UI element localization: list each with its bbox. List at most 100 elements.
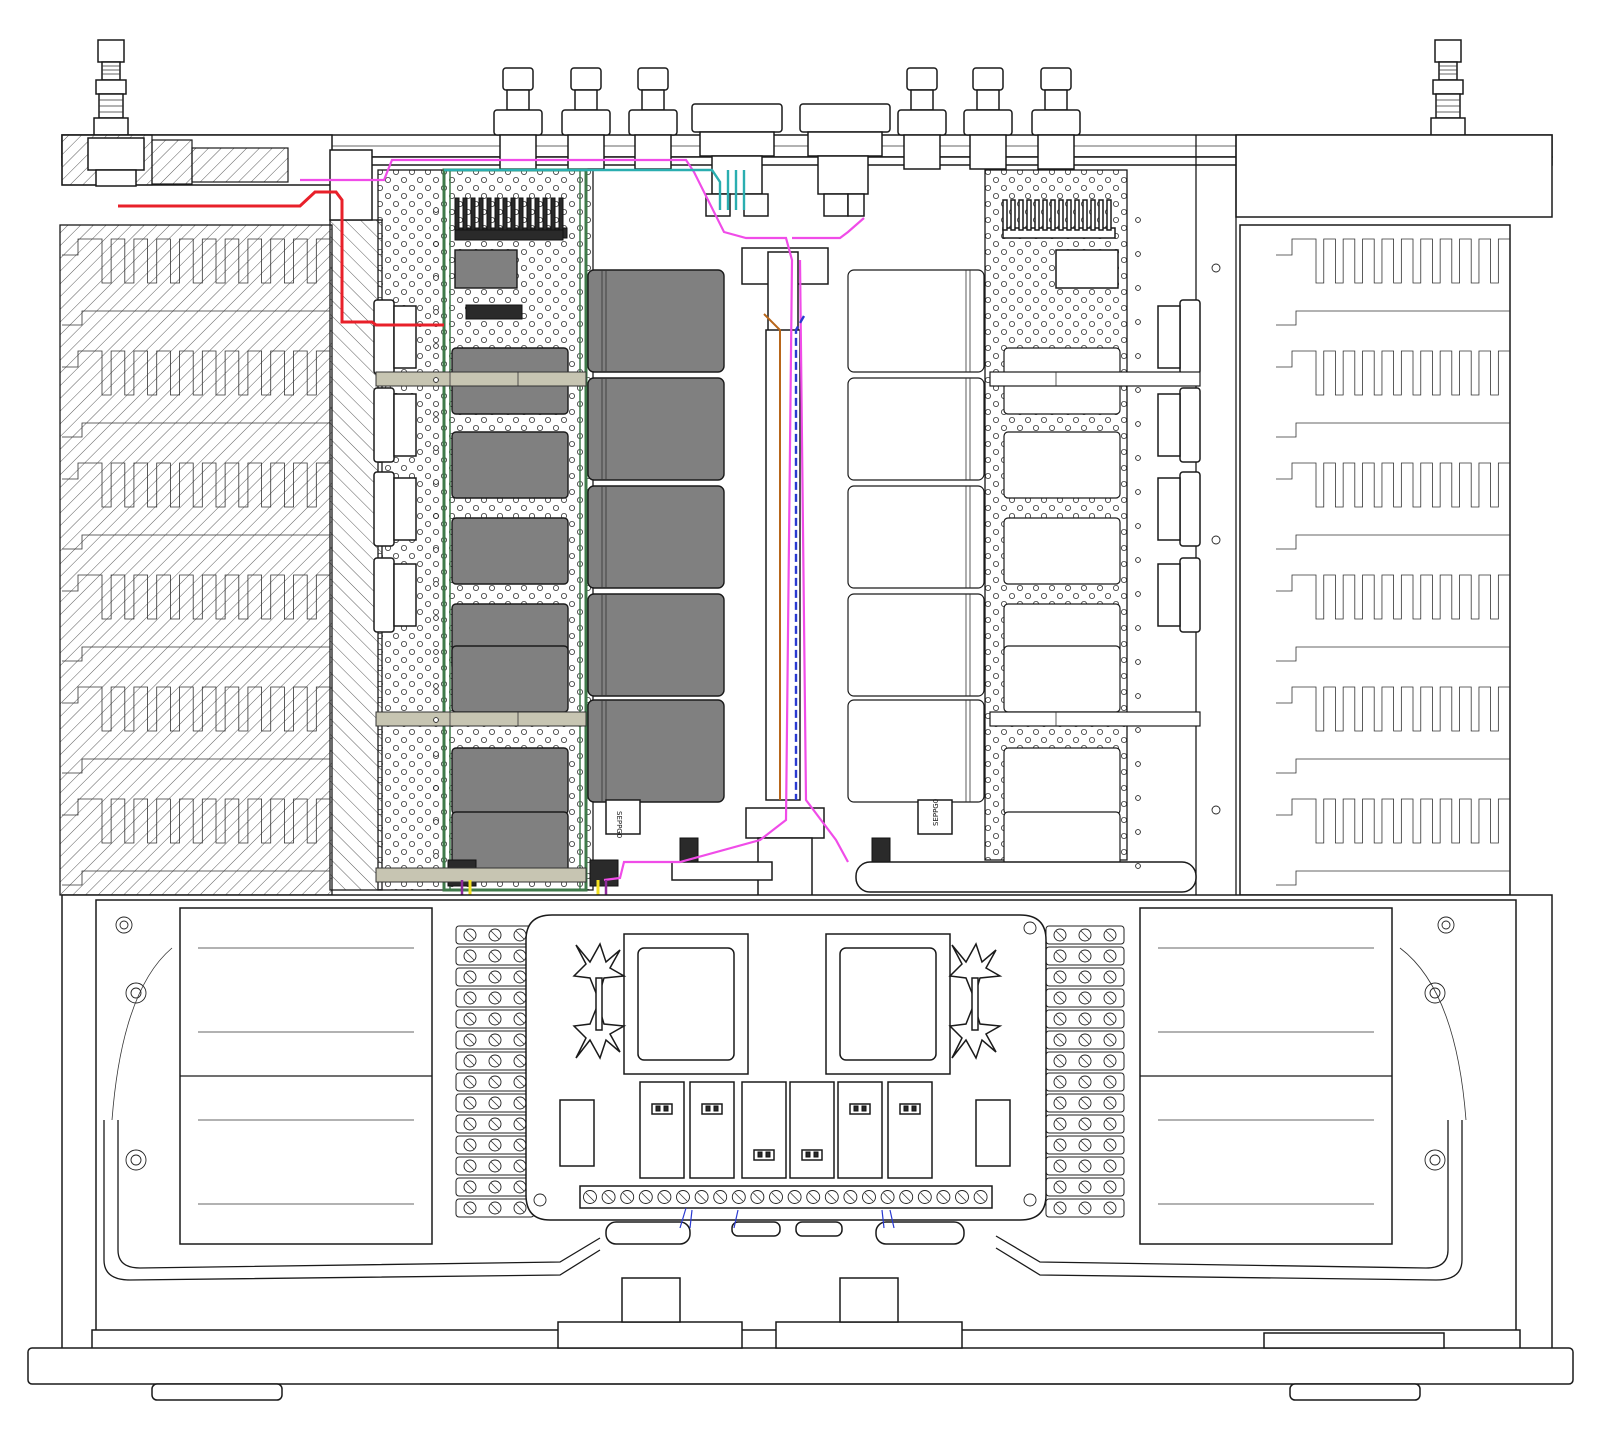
filter-capacitor [847,699,985,803]
board-capacitor [1003,747,1121,815]
xlr-connector-left [691,103,783,217]
board-capacitor [451,747,569,815]
board-capacitor [1003,645,1121,713]
filter-capacitor [587,269,725,373]
heatsink-fin-row [62,462,330,508]
rca-jack-body [641,89,665,111]
rca-jack-body [574,89,598,111]
psu-fuses [605,1207,965,1245]
heatsink-fin-row [62,686,330,732]
front-panel [27,1277,1574,1401]
heatsink-fin-edge [1276,310,1510,326]
heatsink-fin-row [62,350,330,396]
heatsink-fin-row [1276,350,1510,396]
heatsink-fin-edge [62,534,330,550]
rca-jack-base [903,134,941,170]
rca-jack-base [634,134,672,170]
output-transistor [1179,557,1201,633]
binding-post-right [1430,39,1466,136]
heatsink-fin-row [62,574,330,620]
rca-jack-body [1044,89,1068,111]
heatsink-fin-edge [1276,758,1510,774]
output-transistor [1179,387,1201,463]
psu-terminal-strip [579,1185,993,1209]
psu-relays [639,1081,933,1179]
rca-jack-nut [897,109,947,136]
right-filter-capacitors [847,269,985,803]
output-transistor [373,299,395,375]
board-capacitor [451,517,569,585]
heatsink-fin-edge [1276,534,1510,550]
output-transistor [373,387,395,463]
rca-jack-cap [637,67,669,91]
left-heatsink [59,134,383,896]
rca-jack-body [976,89,1000,111]
filter-capacitor [847,269,985,373]
rca-jack-base [499,134,537,170]
right-terminal-block [1045,925,1125,1218]
rca-jack-nut [561,109,611,136]
rca-input-jacks [493,67,1081,170]
heatsink-fin-row [1276,462,1510,508]
filter-capacitor [847,593,985,697]
heatsink-fin-row [1276,574,1510,620]
rca-jack-nut [628,109,678,136]
psu-relay [789,1081,835,1179]
heatsink-fin-edge [62,646,330,662]
filter-capacitor [587,593,725,697]
rca-jack-nut [1031,109,1081,136]
rca-jack-body [506,89,530,111]
board-capacitor [1003,431,1121,499]
rca-jack-base [1037,134,1075,170]
rca-jack-cap [570,67,602,91]
heatsink-fin-row [1276,686,1510,732]
heatsink-fin-edge [1276,870,1510,886]
left-filter-capacitors [587,269,725,803]
heatsink-fin-row [62,798,330,844]
board-capacitor [1003,517,1121,585]
right-transformer [111,907,1467,1281]
center-wire-channel [741,247,829,949]
rca-jack-nut [963,109,1013,136]
heatsink-fin-row [1276,238,1510,284]
right-amplifier-board [984,169,1128,861]
right-heatsink [1195,134,1553,896]
heatsink-fin-edge [62,758,330,774]
xlr-connector-right [799,103,891,217]
heatsink-fin-edge [62,310,330,326]
psu-relay [887,1081,933,1179]
heatsink-fin-edge [1276,422,1510,438]
filter-capacitor [587,699,725,803]
filter-capacitor [587,377,725,481]
relay-label-right: SEPPG0 [932,799,940,826]
board-capacitor [451,431,569,499]
mounting-rods [375,371,1201,883]
protection-relays-small: SEPPG0 SEPPG0 [605,799,1197,893]
left-transformer [103,907,601,1281]
relay-label-left: SEPPG0 [615,811,623,838]
internal-wiring [111,158,865,1241]
heatsink-fin-row [62,238,330,284]
output-transistor [1179,299,1201,375]
rca-jack-nut [493,109,543,136]
psu-relay [741,1081,787,1179]
filter-capacitor [847,377,985,481]
rca-jack-cap [972,67,1004,91]
board-capacitors [451,347,1121,879]
heatsink-fin-edge [62,422,330,438]
output-transistor [1179,471,1201,547]
rca-jack-body [910,89,934,111]
board-capacitor [451,645,569,713]
rca-jack-cap [502,67,534,91]
left-terminal-block [455,925,535,1218]
rca-jack-cap [906,67,938,91]
filter-capacitor [847,485,985,589]
filter-capacitor [587,485,725,589]
psu-relay [689,1081,735,1179]
output-transistors [373,299,1201,887]
rca-jack-cap [1040,67,1072,91]
binding-post-left [93,39,129,136]
output-transistor [373,557,395,633]
heatsink-fin-edge [62,870,330,886]
